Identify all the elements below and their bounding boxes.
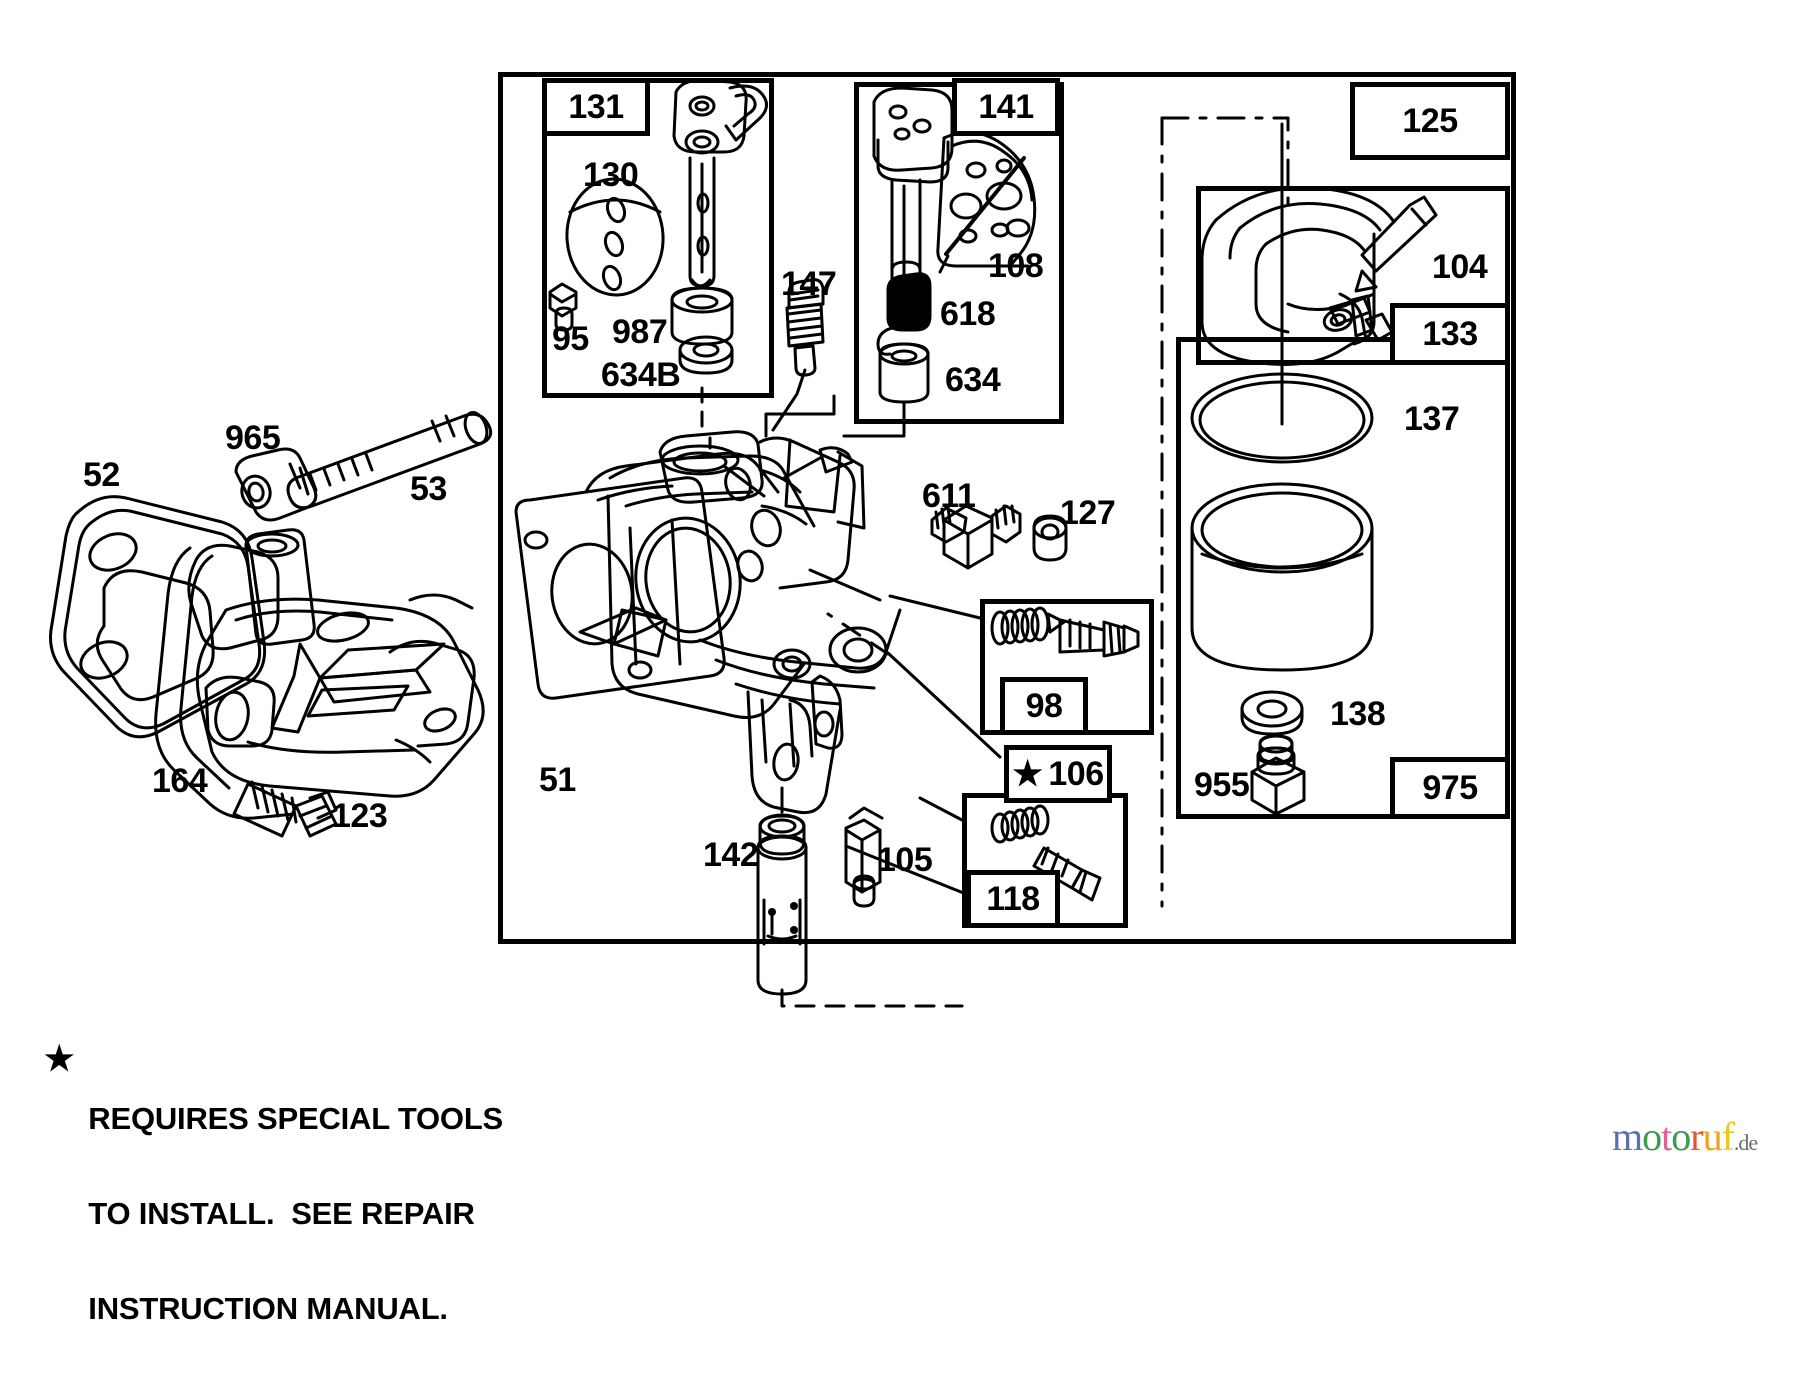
watermark-suffix: .de bbox=[1733, 1130, 1758, 1155]
callout-147[interactable]: 147 bbox=[781, 265, 837, 303]
part-164-intake-manifold bbox=[154, 528, 485, 820]
callout-955[interactable]: 955 bbox=[1194, 766, 1250, 804]
callout-618[interactable]: 618 bbox=[940, 295, 996, 333]
watermark-letter-0: m bbox=[1612, 1114, 1643, 1159]
callout-137[interactable]: 137 bbox=[1404, 400, 1460, 438]
boxed-label-131[interactable]: 131 bbox=[542, 78, 650, 136]
legend-special-tools: ★ REQUIRES SPECIAL TOOLS TO INSTALL. SEE… bbox=[44, 1040, 503, 1388]
part-634-bushing bbox=[878, 342, 930, 404]
part-95-screw bbox=[548, 282, 578, 332]
part-118-spring-screw bbox=[990, 804, 1102, 902]
part-138-washer bbox=[1240, 690, 1304, 736]
callout-51[interactable]: 51 bbox=[539, 761, 576, 799]
watermark-motoruf: motoruf.de bbox=[1612, 1113, 1758, 1160]
boxed-label-98[interactable]: 98 bbox=[1000, 677, 1088, 735]
panel-131-throttle-kit bbox=[542, 78, 774, 398]
callout-611[interactable]: 611 bbox=[922, 477, 976, 515]
part-98-spring-needle bbox=[990, 606, 1140, 658]
watermark-letter-2: t bbox=[1661, 1114, 1672, 1159]
part-618-spring bbox=[876, 272, 932, 356]
part-130-throttle-plate bbox=[565, 177, 665, 297]
boxed-label-106-ref: 106 bbox=[1048, 754, 1104, 793]
part-147-idle-screw bbox=[785, 278, 825, 377]
part-127-plug bbox=[1032, 514, 1068, 562]
part-123-screw bbox=[232, 780, 338, 838]
callout-108[interactable]: 108 bbox=[988, 247, 1044, 285]
part-53-stud bbox=[286, 411, 493, 510]
boxed-label-975[interactable]: 975 bbox=[1390, 757, 1510, 819]
star-icon: ★ bbox=[44, 1040, 75, 1078]
boxed-label-125[interactable]: 125 bbox=[1350, 82, 1510, 160]
callout-53[interactable]: 53 bbox=[410, 470, 447, 508]
watermark-letter-1: o bbox=[1642, 1114, 1662, 1159]
part-965-nut bbox=[234, 447, 318, 522]
watermark-letter-4: r bbox=[1690, 1114, 1703, 1159]
callout-105[interactable]: 105 bbox=[877, 841, 933, 879]
callout-52[interactable]: 52 bbox=[83, 456, 120, 494]
callout-127[interactable]: 127 bbox=[1060, 494, 1116, 532]
legend-line-2: TO INSTALL. SEE REPAIR bbox=[88, 1196, 475, 1232]
part-142-float-valve bbox=[756, 786, 808, 996]
part-137-bowl bbox=[1190, 482, 1374, 672]
leader-lines bbox=[700, 116, 1290, 1008]
boxed-label-106-special-tool[interactable]: ★ 106 bbox=[1004, 745, 1112, 803]
panel-137-975-group bbox=[1176, 337, 1510, 819]
callout-142[interactable]: 142 bbox=[703, 836, 759, 874]
boxed-label-141[interactable]: 141 bbox=[952, 78, 1060, 136]
callout-164[interactable]: 164 bbox=[152, 762, 208, 800]
part-611-elbow-fitting bbox=[930, 504, 1022, 570]
legend-line-1: REQUIRES SPECIAL TOOLS bbox=[88, 1101, 504, 1137]
callout-104[interactable]: 104 bbox=[1432, 248, 1488, 286]
boxed-label-118[interactable]: 118 bbox=[966, 870, 1060, 928]
parts-diagram-canvas: 131 141 125 133 975 98 118 ★ 106 965 52 … bbox=[44, 72, 1758, 1324]
callout-130[interactable]: 130 bbox=[583, 156, 639, 194]
callout-987[interactable]: 987 bbox=[612, 313, 668, 351]
boxed-label-133[interactable]: 133 bbox=[1390, 303, 1510, 365]
callout-95[interactable]: 95 bbox=[552, 320, 589, 358]
legend-line-3: INSTRUCTION MANUAL. bbox=[88, 1290, 448, 1326]
callout-123[interactable]: 123 bbox=[332, 797, 388, 835]
watermark-letter-5: u bbox=[1702, 1114, 1723, 1159]
part-955-bowl-nut bbox=[1250, 734, 1306, 816]
callout-634B[interactable]: 634B bbox=[601, 356, 681, 394]
callout-965[interactable]: 965 bbox=[225, 419, 281, 457]
panel-main-carburetor-group bbox=[498, 72, 1516, 944]
diagram-line-art bbox=[49, 78, 1438, 1008]
watermark-letter-3: o bbox=[1671, 1114, 1691, 1159]
part-105-part bbox=[844, 806, 884, 908]
callout-138[interactable]: 138 bbox=[1330, 695, 1386, 733]
star-icon: ★ bbox=[1012, 755, 1043, 793]
part-104-pin bbox=[1354, 195, 1438, 293]
part-634B-washer bbox=[678, 335, 734, 375]
callout-634[interactable]: 634 bbox=[945, 361, 1001, 399]
watermark-letter-6: f bbox=[1721, 1114, 1735, 1159]
part-51-carburetor-body bbox=[514, 430, 902, 815]
panel-104-133-group bbox=[1196, 186, 1510, 365]
